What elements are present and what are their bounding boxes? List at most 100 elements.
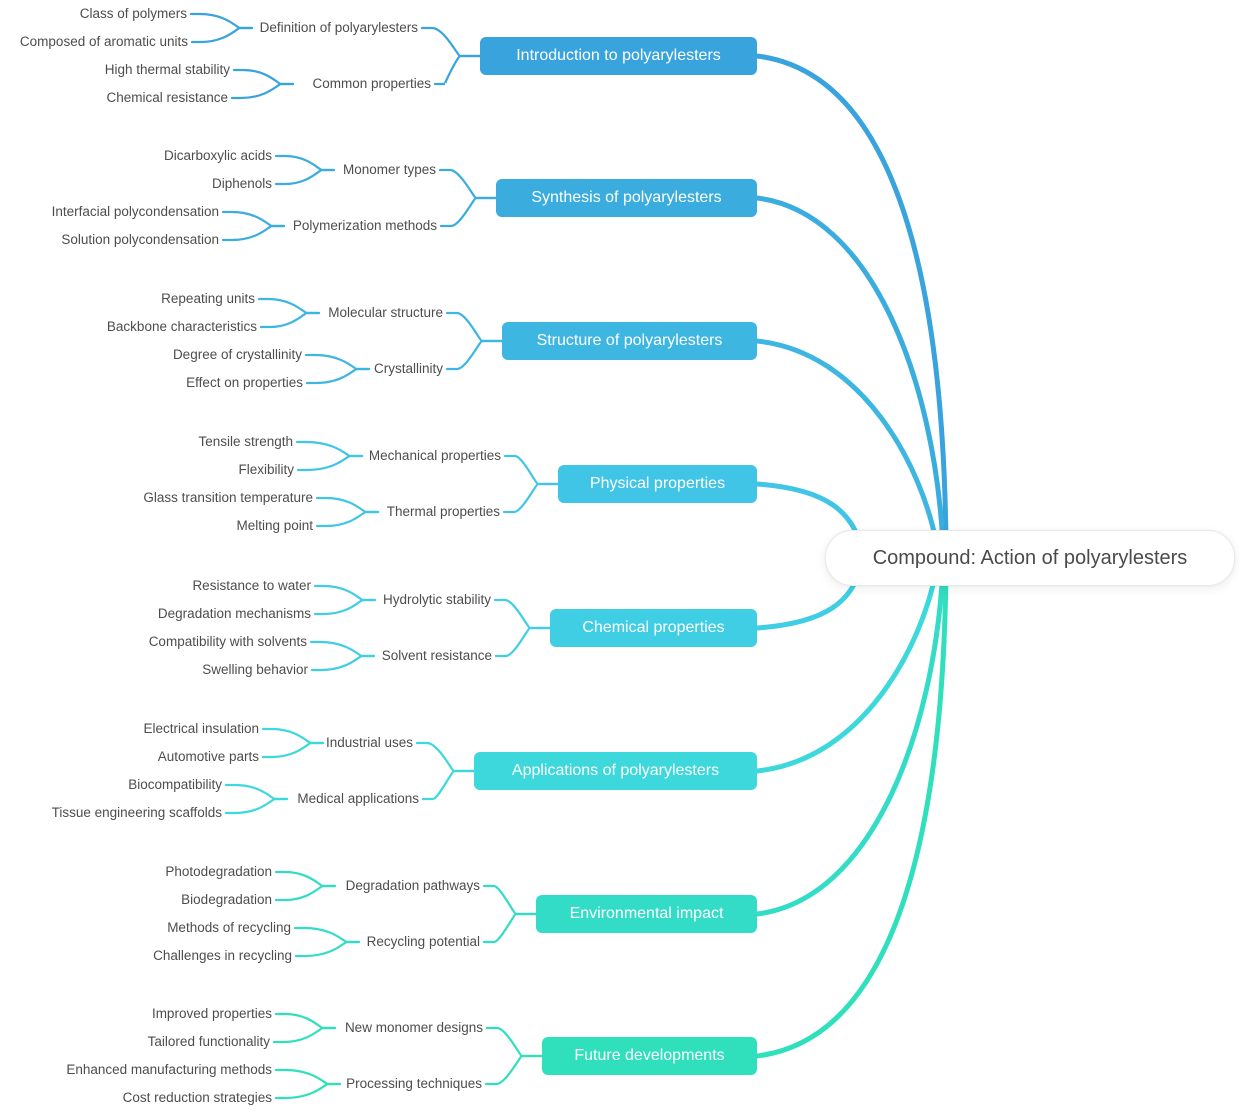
leaf-node[interactable]: Tailored functionality: [147, 1033, 270, 1049]
subtopic-link: [415, 741, 478, 773]
leaf-link: [221, 210, 286, 228]
leaf-node[interactable]: Resistance to water: [192, 577, 311, 593]
subtopic-node[interactable]: Processing techniques: [346, 1075, 482, 1091]
subtopic-link: [438, 168, 500, 200]
subtopic-link: [433, 54, 484, 86]
branch-node[interactable]: Synthesis of polyarylesters: [496, 179, 757, 217]
subtopic-node[interactable]: New monomer designs: [344, 1019, 483, 1035]
leaf-link: [274, 168, 336, 186]
leaf-node[interactable]: Backbone characteristics: [106, 318, 257, 334]
branch-link: [754, 195, 946, 547]
subtopic-node[interactable]: Solvent resistance: [381, 647, 492, 663]
branch-node[interactable]: Chemical properties: [550, 609, 757, 647]
leaf-link: [310, 654, 376, 672]
leaf-node[interactable]: Degradation mechanisms: [157, 605, 311, 621]
leaf-link: [224, 797, 289, 815]
leaf-node[interactable]: Chemical resistance: [106, 89, 228, 105]
subtopic-node[interactable]: Thermal properties: [386, 503, 500, 519]
leaf-link: [190, 26, 254, 44]
leaf-link: [274, 154, 336, 172]
subtopic-link: [485, 1026, 546, 1058]
subtopic-link: [493, 598, 554, 630]
branch-node[interactable]: Physical properties: [558, 465, 757, 503]
leaf-node[interactable]: Methods of recycling: [167, 919, 291, 935]
subtopic-node[interactable]: Degradation pathways: [345, 877, 480, 893]
leaf-node[interactable]: Tensile strength: [198, 433, 293, 449]
subtopic-node[interactable]: Hydrolytic stability: [382, 591, 491, 607]
subtopic-node[interactable]: Molecular structure: [328, 304, 443, 320]
leaf-node[interactable]: Automotive parts: [157, 748, 259, 764]
leaf-node[interactable]: Tissue engineering scaffolds: [51, 804, 222, 820]
branch-node[interactable]: Applications of polyarylesters: [474, 752, 757, 790]
leaf-node[interactable]: Swelling behavior: [202, 661, 308, 677]
leaf-node[interactable]: Cost reduction strategies: [122, 1089, 272, 1105]
leaf-node[interactable]: Electrical insulation: [143, 720, 259, 736]
leaf-node[interactable]: Repeating units: [161, 290, 255, 306]
leaf-link: [261, 741, 325, 759]
leaf-node[interactable]: Class of polymers: [79, 5, 187, 21]
leaf-link: [261, 727, 325, 745]
leaf-link: [224, 783, 289, 801]
subtopic-link: [494, 626, 554, 658]
leaf-node[interactable]: Flexibility: [238, 461, 294, 477]
leaf-node[interactable]: Glass transition temperature: [143, 489, 313, 505]
subtopic-node[interactable]: Medical applications: [297, 790, 419, 806]
leaf-node[interactable]: Dicarboxylic acids: [163, 147, 272, 163]
leaf-link: [221, 224, 286, 242]
subtopic-link: [439, 196, 500, 228]
leaf-node[interactable]: Enhanced manufacturing methods: [66, 1061, 272, 1077]
subtopic-node[interactable]: Industrial uses: [325, 734, 413, 750]
leaf-node[interactable]: Interfacial polycondensation: [51, 203, 219, 219]
leaf-node[interactable]: Solution polycondensation: [61, 231, 219, 247]
leaf-node[interactable]: Melting point: [236, 517, 313, 533]
subtopic-link: [445, 339, 506, 371]
branch-node[interactable]: Environmental impact: [536, 895, 757, 933]
leaf-link: [304, 353, 371, 371]
subtopic-node[interactable]: Common properties: [312, 75, 431, 91]
leaf-link: [189, 12, 254, 30]
leaf-node[interactable]: Compatibility with solvents: [148, 633, 307, 649]
leaf-node[interactable]: Effect on properties: [186, 374, 303, 390]
leaf-node[interactable]: Challenges in recycling: [153, 947, 292, 963]
subtopic-link: [445, 311, 506, 343]
subtopic-node[interactable]: Crystallinity: [373, 360, 443, 376]
leaf-link: [315, 510, 380, 528]
leaf-node[interactable]: Improved properties: [151, 1005, 272, 1021]
leaf-link: [274, 884, 337, 902]
leaf-link: [232, 68, 295, 86]
leaf-link: [295, 440, 364, 458]
subtopic-link: [421, 769, 478, 801]
leaf-node[interactable]: Diphenols: [211, 175, 272, 191]
leaf-node[interactable]: Composed of aromatic units: [19, 33, 188, 49]
leaf-link: [274, 1012, 337, 1030]
subtopic-node[interactable]: Polymerization methods: [292, 217, 437, 233]
leaf-node[interactable]: Photodegradation: [165, 863, 272, 879]
root-node[interactable]: Compound: Action of polyarylesters: [825, 530, 1235, 586]
subtopic-link: [503, 454, 562, 486]
branch-node[interactable]: Introduction to polyarylesters: [480, 37, 757, 75]
leaf-link: [272, 1026, 337, 1044]
subtopic-node[interactable]: Monomer types: [342, 161, 436, 177]
subtopic-node[interactable]: Definition of polyarylesters: [259, 19, 418, 35]
leaf-node[interactable]: High thermal stability: [104, 61, 230, 77]
branch-link: [754, 566, 946, 917]
leaf-link: [274, 1082, 342, 1100]
subtopic-link: [484, 1054, 546, 1086]
leaf-node[interactable]: Biocompatibility: [128, 776, 222, 792]
branch-link: [754, 338, 940, 549]
leaf-link: [274, 870, 337, 888]
subtopic-link: [420, 26, 484, 58]
leaf-link: [294, 940, 361, 958]
branch-link: [754, 564, 940, 774]
leaf-link: [257, 297, 321, 315]
subtopic-node[interactable]: Recycling potential: [366, 933, 480, 949]
leaf-link: [230, 82, 295, 100]
subtopic-node[interactable]: Mechanical properties: [368, 447, 501, 463]
leaf-node[interactable]: Biodegradation: [181, 891, 272, 907]
leaf-link: [293, 926, 361, 944]
branch-node[interactable]: Structure of polyarylesters: [502, 322, 757, 360]
subtopic-link: [482, 884, 540, 916]
branch-node[interactable]: Future developments: [542, 1037, 757, 1075]
leaf-node[interactable]: Degree of crystallinity: [172, 346, 302, 362]
